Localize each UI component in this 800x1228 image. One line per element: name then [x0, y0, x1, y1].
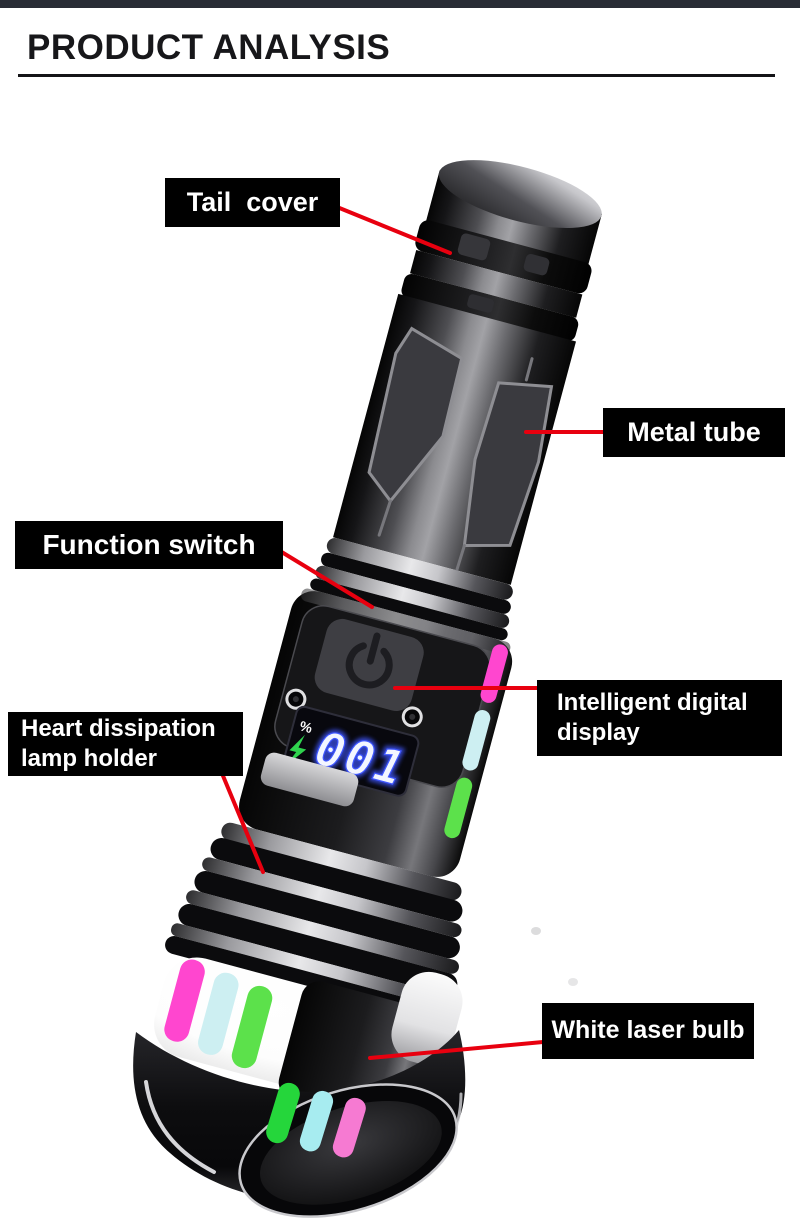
- mouth-stripe-cyan: [299, 1090, 334, 1152]
- page-title: PRODUCT ANALYSIS: [27, 28, 391, 67]
- background-smudge: [568, 978, 578, 986]
- mouth-stripe-green: [266, 1082, 300, 1144]
- heat-dissipation-fins: [165, 822, 463, 1027]
- glow-stripe-cyan: [198, 972, 239, 1055]
- side-stripe-cyan: [462, 710, 491, 771]
- label-text: Tail cover: [186, 187, 319, 218]
- glow-stripe-green: [231, 985, 273, 1069]
- title-underline: [18, 74, 775, 77]
- charging-bolt-icon: [286, 734, 307, 765]
- screw-left: [285, 688, 307, 710]
- head-front: [133, 927, 578, 1218]
- label-heart-dissipation: Heart dissipation lamp holder: [8, 712, 243, 776]
- label-text: Function switch: [42, 529, 256, 561]
- label-function-switch: Function switch: [15, 521, 283, 569]
- head-module: % 001 001: [239, 588, 513, 877]
- label-metal-tube: Metal tube: [603, 408, 785, 457]
- label-tail-cover: Tail cover: [165, 178, 340, 227]
- power-icon: [345, 632, 393, 689]
- mouth-stripe-pink: [332, 1097, 366, 1158]
- label-text: Heart dissipation lamp holder: [21, 714, 216, 772]
- label-text: White laser bulb: [551, 1016, 745, 1045]
- side-stripe-green: [444, 777, 473, 839]
- bezel-rim-highlight: [144, 1080, 216, 1174]
- top-bar: [0, 0, 800, 8]
- screw-right: [401, 706, 423, 728]
- label-text: Metal tube: [627, 417, 761, 448]
- hex-panel-right: [462, 381, 554, 548]
- percent-symbol: %: [298, 717, 315, 736]
- label-intelligent-display: Intelligent digital display: [537, 680, 782, 756]
- metal-tube: [333, 293, 576, 585]
- hex-connector-lines: [377, 357, 534, 572]
- flashlight-body: % 001 001: [154, 160, 602, 1130]
- background-smudge: [531, 927, 541, 935]
- label-text: Intelligent digital display: [557, 688, 748, 746]
- label-white-laser-bulb: White laser bulb: [542, 1003, 754, 1059]
- tail-cover: [401, 160, 602, 342]
- side-slot: [260, 752, 359, 807]
- glow-stripe-pink: [164, 959, 205, 1042]
